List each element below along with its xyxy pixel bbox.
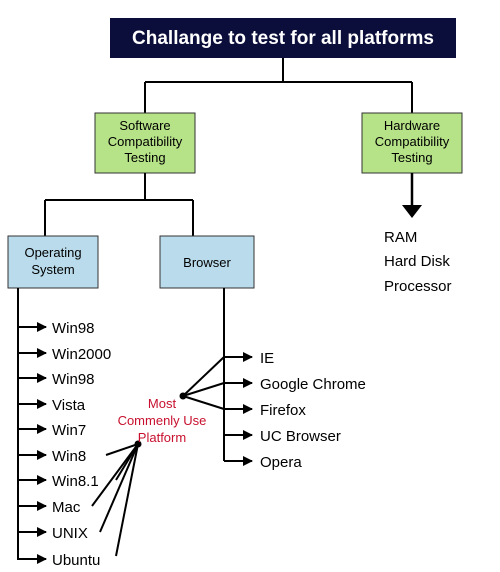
browser-item: UC Browser — [260, 428, 341, 445]
os-item: Win8.1 — [52, 473, 99, 490]
browser-item: Firefox — [260, 402, 306, 419]
software-box-line: Testing — [124, 150, 165, 165]
browser-box — [159, 235, 255, 289]
os-pointer-lines — [91, 443, 139, 557]
title-connectors — [144, 58, 413, 113]
hardware-item: Processor — [384, 278, 452, 295]
os-item: Win98 — [52, 320, 95, 337]
annotation-line: Platform — [138, 430, 186, 445]
os-box-line: System — [31, 262, 74, 277]
hardware-arrowhead — [402, 205, 422, 218]
browser-item: Opera — [260, 454, 302, 471]
operating-system-box — [7, 235, 99, 289]
os-item: UNIX — [52, 525, 88, 542]
os-item: Ubuntu — [52, 552, 100, 569]
hardware-item: RAM — [384, 229, 417, 246]
software-connectors — [44, 173, 194, 236]
hardware-box-line: Compatibility — [375, 134, 450, 149]
browser-pointer-dot — [179, 392, 187, 400]
os-item: Mac — [52, 499, 81, 516]
os-branches — [18, 322, 47, 564]
diagram-title: Challange to test for all platforms — [132, 28, 434, 49]
software-box-line: Software — [119, 118, 170, 133]
os-item: Vista — [52, 397, 86, 414]
os-item: Win7 — [52, 422, 86, 439]
os-item: Win98 — [52, 371, 95, 388]
hardware-compatibility-box — [361, 112, 463, 174]
hardware-box-line: Hardware — [384, 118, 440, 133]
title-box — [110, 18, 456, 58]
browser-item: Google Chrome — [260, 376, 366, 393]
browser-branches — [224, 352, 253, 466]
browser-item: IE — [260, 350, 274, 367]
browser-pointer-lines — [182, 356, 225, 410]
hardware-item: Hard Disk — [384, 253, 450, 270]
annotation-line: Most — [148, 396, 177, 411]
browser-box-label: Browser — [183, 255, 231, 270]
hardware-box-line: Testing — [391, 150, 432, 165]
os-item: Win8 — [52, 448, 86, 465]
os-box-line: Operating — [24, 245, 81, 260]
annotation-line: Commenly Use — [118, 413, 207, 428]
os-pointer-dot — [134, 440, 142, 448]
os-item: Win2000 — [52, 346, 111, 363]
software-box-line: Compatibility — [108, 134, 183, 149]
